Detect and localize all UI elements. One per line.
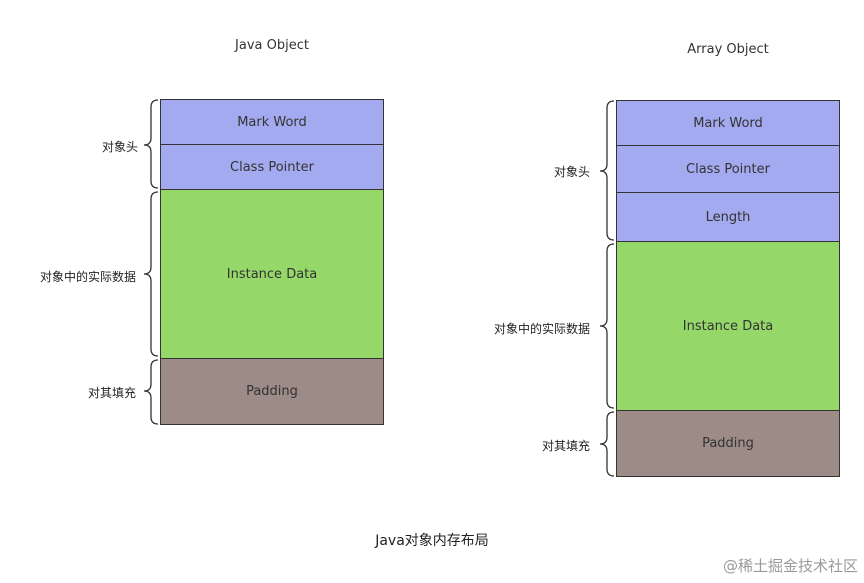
java-object-title: Java Object [235, 38, 309, 53]
array-class-pointer-block: Class Pointer [616, 145, 840, 193]
array-padding-label: 对其填充 [541, 439, 590, 453]
array-mark-word-block: Mark Word [616, 100, 840, 146]
java-class-pointer-block: Class Pointer [160, 144, 384, 190]
array-header-label: 对象头 [553, 165, 590, 179]
array-instance-data-block: Instance Data [616, 241, 840, 411]
diagram-caption: Java对象内存布局 [375, 533, 489, 549]
array-object-title: Array Object [687, 42, 769, 57]
array-padding-block: Padding [616, 410, 840, 477]
java-header-brace [143, 99, 159, 189]
array-instance-brace [599, 243, 615, 409]
java-header-label: 对象头 [101, 140, 138, 154]
array-length-block: Length [616, 192, 840, 242]
java-instance-label: 对象中的实际数据 [39, 270, 136, 284]
array-padding-brace [599, 411, 615, 477]
java-padding-block: Padding [160, 358, 384, 425]
java-padding-label: 对其填充 [87, 386, 136, 400]
watermark: @稀土掘金技术社区 [722, 557, 858, 575]
java-instance-brace [143, 191, 159, 357]
array-header-brace [599, 100, 615, 241]
java-padding-brace [143, 359, 159, 425]
array-instance-label: 对象中的实际数据 [493, 322, 590, 336]
